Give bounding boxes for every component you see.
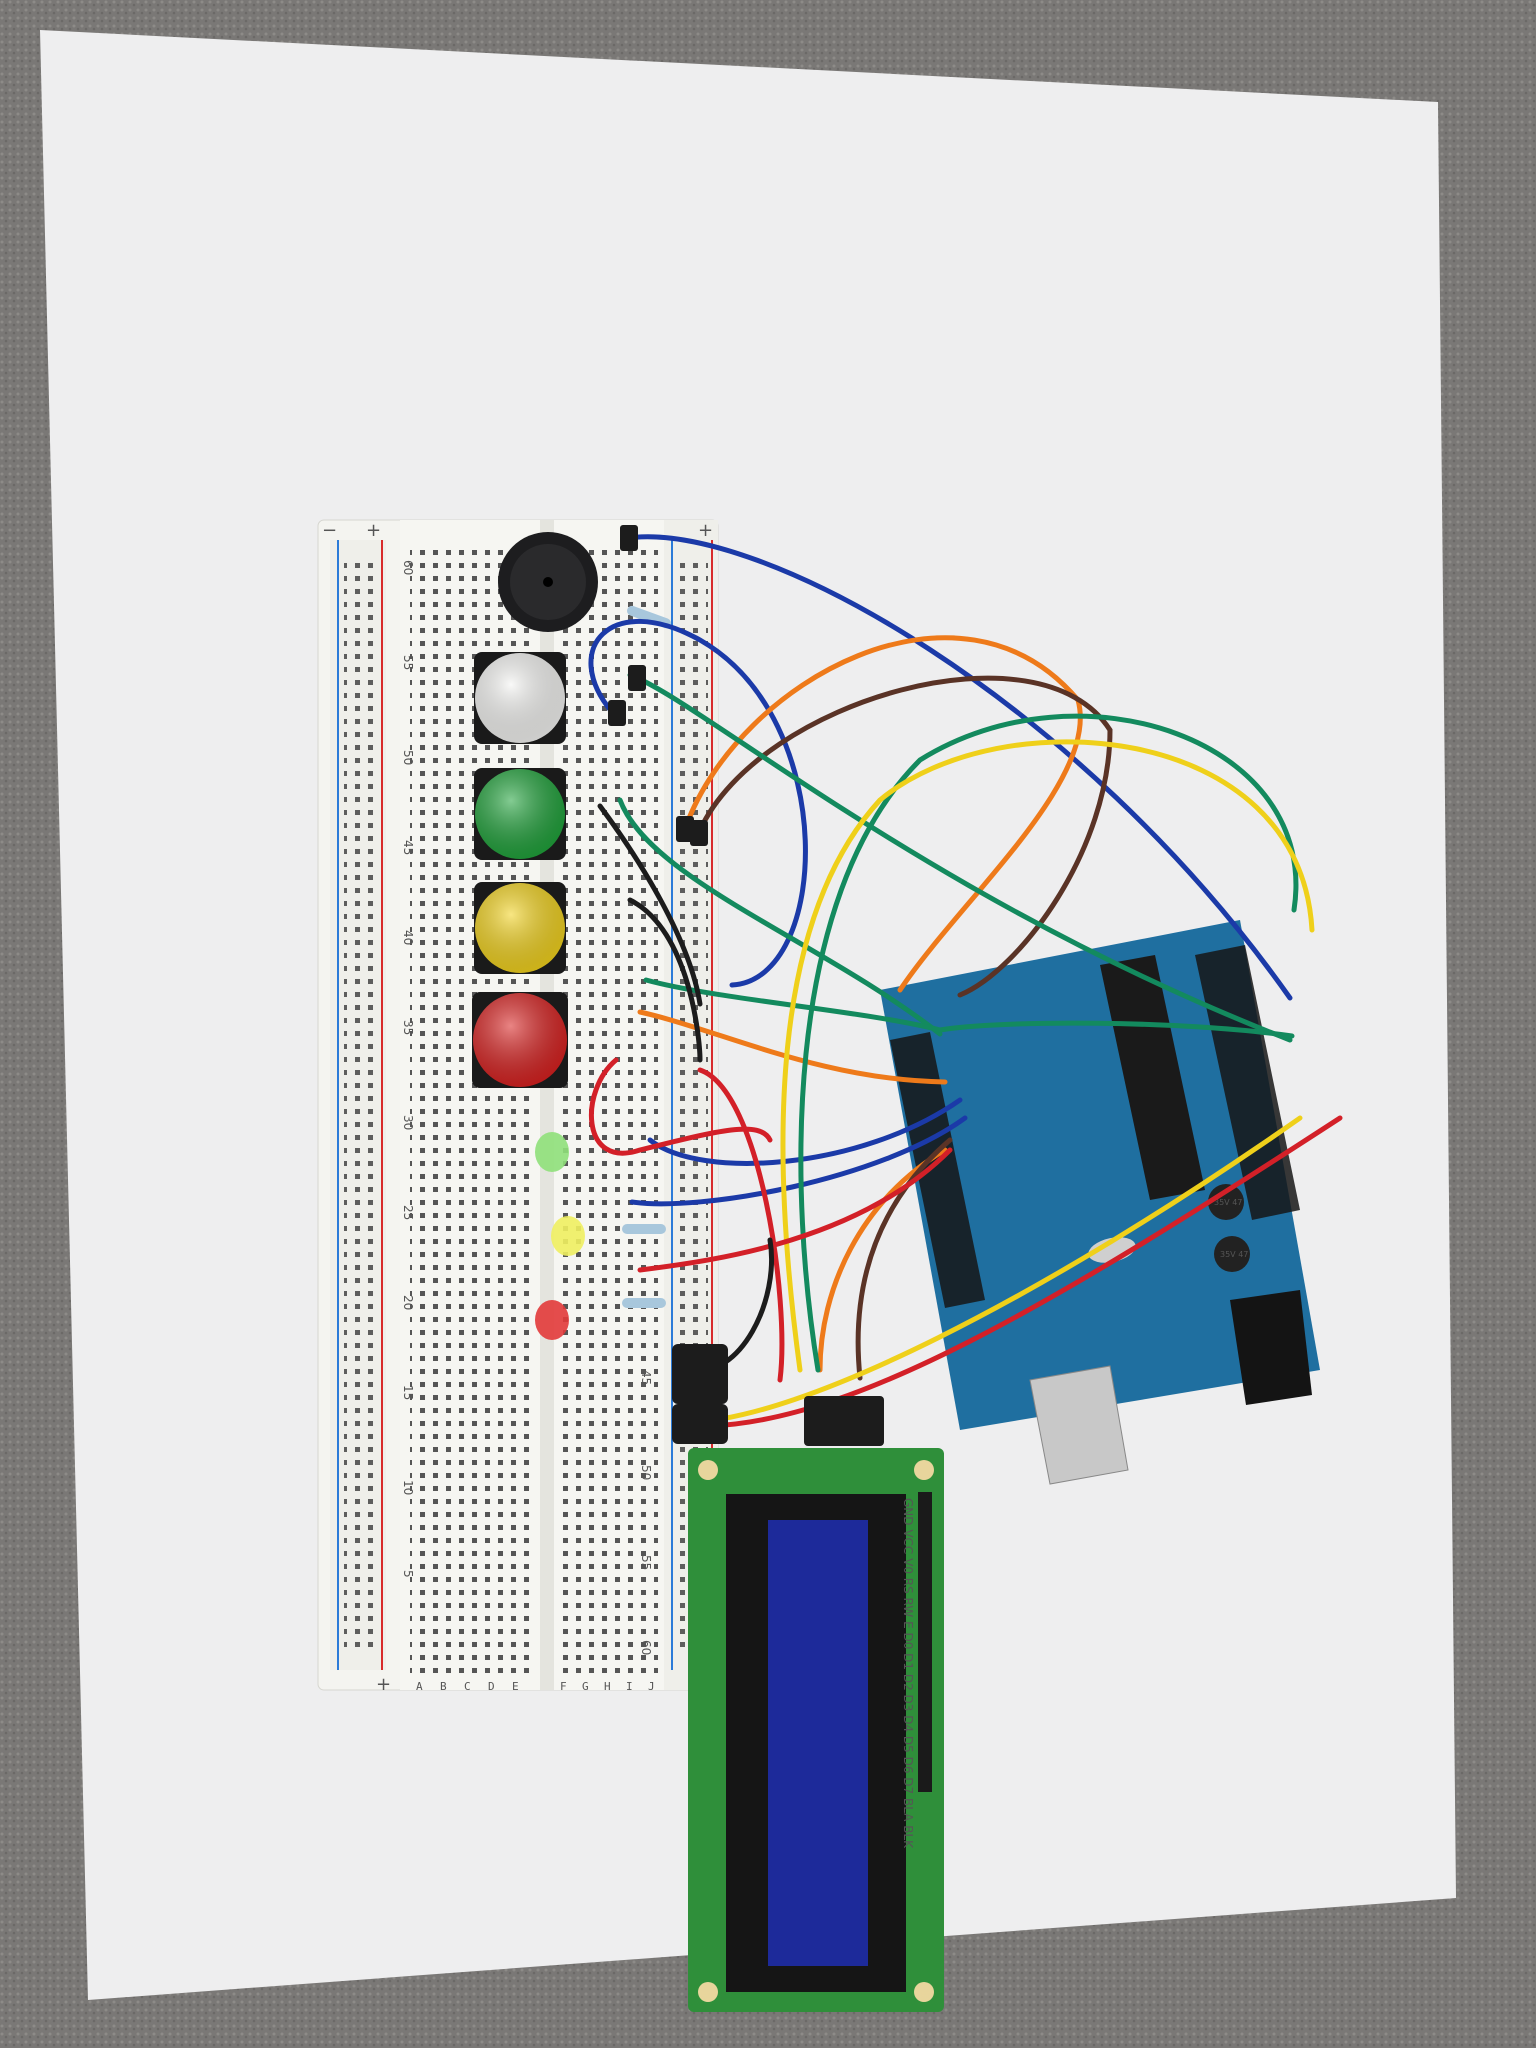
usb-port <box>1029 1365 1129 1485</box>
row-label: 45 <box>401 840 415 855</box>
wire-black <box>597 803 703 1007</box>
lcd-pin-labels: GND VCC V0 RS RW E D0 D1 D2 D3 D4 D5 D6 … <box>901 1498 915 1849</box>
capacitor-2 <box>1214 1236 1250 1272</box>
rail-plus-top-left: + <box>366 520 381 541</box>
row-label: 30 <box>401 1115 415 1130</box>
row-label: 60 <box>639 1640 653 1655</box>
row-label: 15 <box>401 1385 415 1400</box>
wire-orange <box>683 635 1083 993</box>
wire-green <box>798 713 1299 1373</box>
rail-plus-bottom-left: + <box>376 1674 391 1695</box>
push-buttons <box>472 652 568 1088</box>
wire-blue <box>647 1097 963 1166</box>
row-label: 50 <box>639 1465 653 1480</box>
wire-blue <box>588 619 808 988</box>
wire-red <box>707 1115 1343 1429</box>
connector-housings <box>608 525 884 1446</box>
led-green <box>535 1132 569 1172</box>
column-letter: E <box>512 1680 519 1693</box>
row-label: 60 <box>401 560 415 575</box>
wire-yellow <box>780 739 1315 1373</box>
wire-black <box>627 897 703 1063</box>
wire-green <box>627 672 1293 1043</box>
rail-plus-top-right: + <box>698 520 713 541</box>
column-letters-bottom: A B C D E F G H I J <box>416 1680 655 1693</box>
wire-orange <box>637 1009 948 1085</box>
lcd-screen <box>768 1520 868 1966</box>
microcontroller-chip <box>1100 955 1205 1200</box>
column-letter: D <box>488 1680 495 1693</box>
row-labels-left: 5 10 15 20 25 30 35 40 45 50 55 60 <box>401 560 415 1578</box>
wire-red <box>697 1067 785 1383</box>
wire-brown <box>697 675 1113 998</box>
wire-blue <box>625 534 1293 1001</box>
arduino-board: 35V 47 35V 47 <box>880 920 1320 1485</box>
row-label: 35 <box>401 1020 415 1035</box>
power-jack <box>1230 1290 1312 1405</box>
row-label: 40 <box>401 930 415 945</box>
led-yellow <box>551 1216 585 1256</box>
wire-green <box>643 977 1295 1039</box>
capacitor-label: 35V 47 <box>1220 1250 1248 1259</box>
wire-orange <box>817 1147 948 1373</box>
row-labels-right: 45 50 55 60 <box>639 1370 653 1655</box>
column-letter: C <box>464 1680 471 1693</box>
column-letter: H <box>604 1680 611 1693</box>
column-letter: B <box>440 1680 447 1693</box>
column-letter: A <box>416 1680 423 1693</box>
push-button-green[interactable] <box>474 768 566 860</box>
capacitor-1 <box>1208 1184 1244 1220</box>
buzzer <box>498 532 598 632</box>
capacitor-label: 35V 47 <box>1214 1198 1242 1207</box>
push-button-red[interactable] <box>472 992 568 1088</box>
rail-minus-top-left: − <box>322 520 337 541</box>
row-label: 45 <box>639 1370 653 1385</box>
push-button-yellow[interactable] <box>474 882 566 974</box>
row-label: 25 <box>401 1205 415 1220</box>
wire-yellow <box>687 1115 1303 1425</box>
wire-red <box>588 1057 773 1156</box>
row-label: 50 <box>401 750 415 765</box>
push-button-white[interactable] <box>474 652 566 744</box>
row-label: 55 <box>401 655 415 670</box>
wire-green <box>617 797 943 1037</box>
jumper-wires <box>588 534 1343 1429</box>
row-label: 10 <box>401 1480 415 1495</box>
wire-red <box>637 1147 953 1273</box>
column-letter: I <box>626 1680 633 1693</box>
row-label: 55 <box>639 1555 653 1570</box>
row-label: 5 <box>401 1570 415 1578</box>
wire-brown <box>855 1137 953 1381</box>
wire-blue <box>629 1115 968 1207</box>
led-red <box>535 1300 569 1340</box>
column-letter: J <box>648 1680 655 1693</box>
row-label: 20 <box>401 1295 415 1310</box>
column-letter: G <box>582 1680 589 1693</box>
leds <box>535 1132 585 1340</box>
column-letter: F <box>560 1680 567 1693</box>
lcd-module: GND VCC V0 RS RW E D0 D1 D2 D3 D4 D5 D6 … <box>688 1448 944 2012</box>
analog-header <box>890 1032 985 1308</box>
